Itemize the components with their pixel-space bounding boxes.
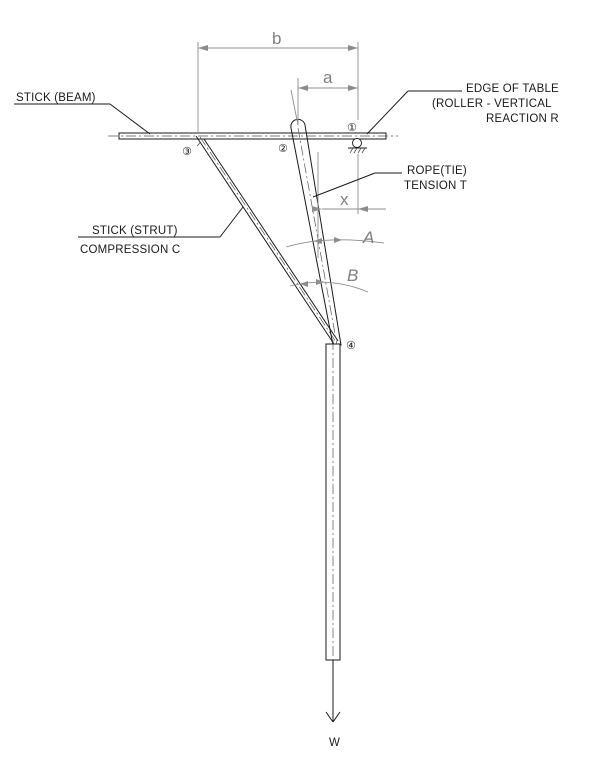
- rope: [290, 118, 342, 346]
- rope-label-line-2: TENSION T: [404, 180, 467, 192]
- beam-leader: [14, 103, 151, 135]
- rope-leader: [312, 172, 402, 198]
- strut-label-line-2: COMPRESSION C: [80, 244, 180, 256]
- rope-label-line-1: ROPE(TIE): [407, 165, 467, 177]
- strut-leader: [78, 206, 244, 238]
- dimension-a-label: a: [323, 68, 333, 87]
- beam: [108, 132, 398, 140]
- dimension-a: [290, 78, 358, 126]
- node-3-label: ③: [182, 145, 192, 158]
- strut: [195, 135, 339, 345]
- node-4-label: ④: [346, 339, 356, 352]
- edge-label-line-3: REACTION R: [486, 113, 559, 125]
- weight-label: W: [329, 737, 340, 749]
- strut-label-line-1: STICK (STRUT): [92, 225, 178, 237]
- edge-label-line-2: (ROLLER - VERTICAL: [432, 98, 552, 110]
- edge-label-line-1: EDGE OF TABLE: [466, 83, 559, 95]
- beam-label: STICK (BEAM): [16, 92, 96, 104]
- hanging-rope: [325, 340, 341, 662]
- angle-a-label: A: [362, 228, 374, 247]
- angle-b-arc: [289, 279, 369, 293]
- pin-symbol-node-3: [196, 141, 202, 147]
- roller-support: [348, 138, 367, 154]
- angle-a-arc: [285, 152, 385, 258]
- edge-leader: [366, 90, 462, 135]
- dimension-b-label: b: [272, 29, 281, 48]
- dimension-x-label: x: [340, 190, 349, 209]
- weight-arrow: [325, 660, 341, 723]
- angle-b-label: B: [347, 266, 358, 285]
- node-2-label: ②: [278, 142, 288, 155]
- dimension-x: [312, 154, 386, 214]
- dimension-b: [197, 42, 359, 132]
- node-1-label: ①: [347, 121, 357, 134]
